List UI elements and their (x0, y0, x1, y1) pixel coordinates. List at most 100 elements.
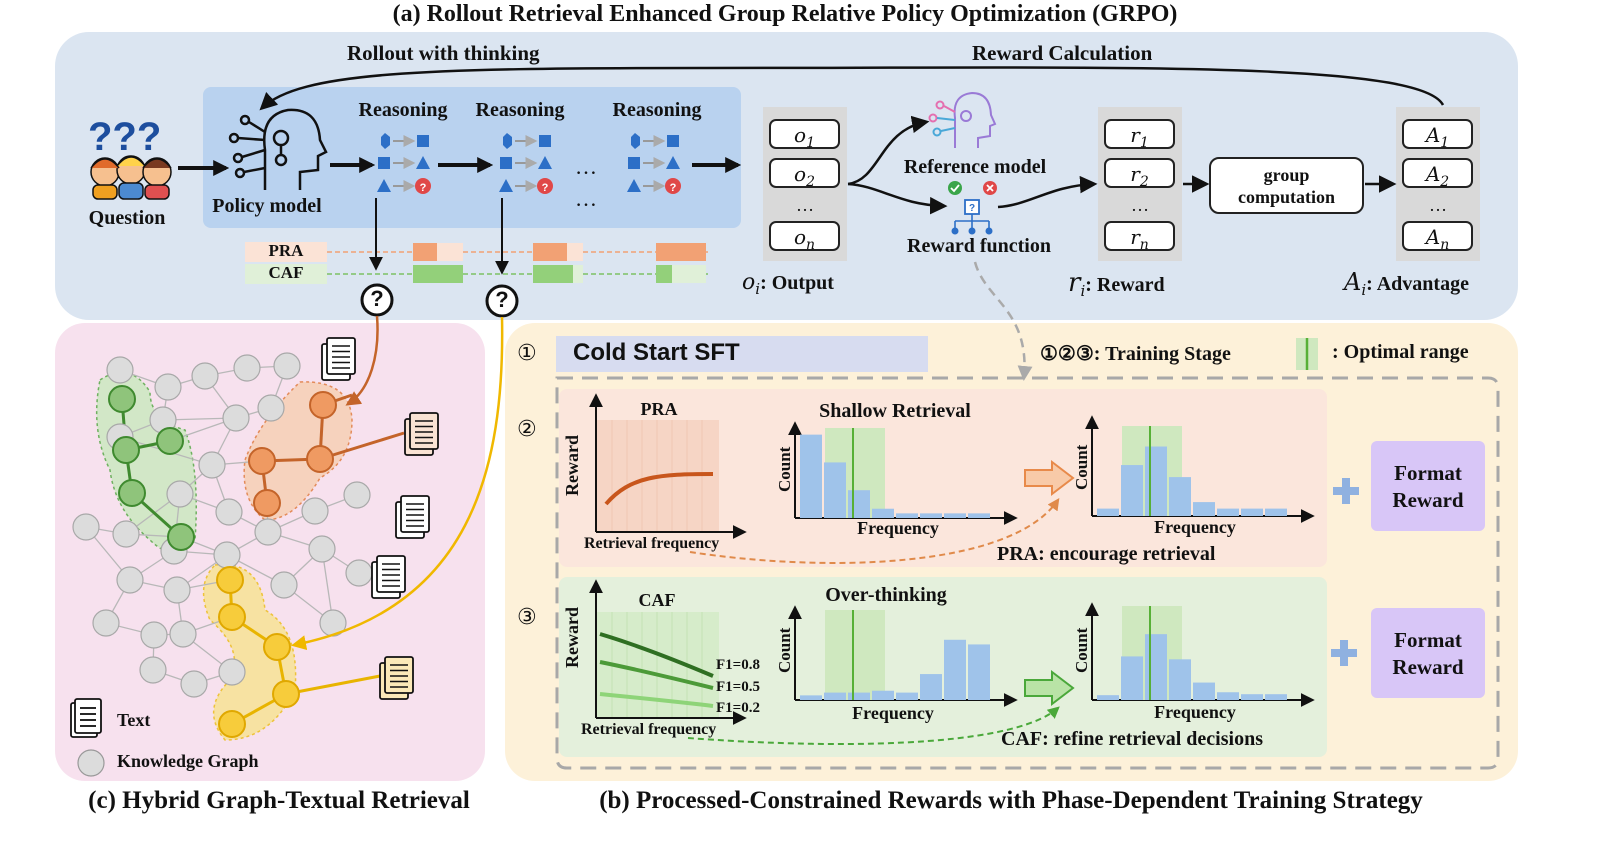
text-legend-label: Text (117, 710, 151, 730)
document-sheet (400, 495, 430, 533)
reference-model-icon (928, 91, 997, 148)
title-panel-b: (b) Processed-Constrained Rewards with P… (599, 787, 1423, 814)
histogram-bar (1217, 692, 1239, 700)
kg-node (140, 621, 168, 649)
text-document-icon (321, 337, 356, 381)
policy-model-label: Policy model (212, 195, 322, 217)
histogram-bar (1121, 656, 1143, 700)
reward-section-title: Reward Calculation (972, 41, 1153, 65)
box-subscript: 1 (1440, 135, 1450, 151)
text-legend-icon (70, 698, 102, 738)
kg-node (213, 541, 241, 569)
reasoning-label-3: Reasoning (612, 99, 702, 121)
kg-node-green (156, 427, 184, 455)
histogram-bar (1145, 634, 1167, 700)
advantage-caption: Ai: Advantage (1344, 268, 1469, 299)
histogram-bar (944, 639, 966, 700)
svg-text:?: ? (420, 182, 427, 194)
kg-node (215, 498, 243, 526)
reasoning-icons-2: ? (499, 133, 553, 194)
group-computation-line2: computation (1237, 187, 1335, 207)
caf-note: CAF: refine retrieval decisions (1001, 728, 1263, 750)
advantage-ellipsis: … (1429, 195, 1447, 215)
kg-node (163, 576, 191, 604)
kg-node-yellow (218, 710, 246, 738)
histogram-bar (1241, 694, 1263, 700)
count-axis-3: Count (775, 627, 794, 673)
reasoning-ellipsis-1: … (575, 154, 597, 179)
histogram-bar (896, 692, 918, 700)
count-axis-1: Count (775, 446, 794, 492)
histogram-bar (848, 692, 870, 700)
histogram-bar (920, 674, 942, 700)
box-symbol: r (1130, 225, 1140, 249)
document-sheet (326, 337, 356, 375)
histogram-bar (1193, 682, 1215, 700)
format-reward-box-2: Format Reward (1371, 608, 1485, 698)
box-subscript: 2 (1440, 174, 1450, 190)
question-label: Question (88, 207, 166, 229)
frequency-axis-2: Frequency (1154, 517, 1236, 537)
box-subscript: 1 (806, 135, 815, 151)
kg-node (116, 566, 144, 594)
histogram-bar (968, 644, 990, 700)
reasoning-label-1: Reasoning (358, 99, 448, 121)
pra-chart-title: PRA (640, 399, 678, 419)
histogram-bar (1169, 477, 1191, 516)
reward-symbol: r (1068, 268, 1081, 298)
legend-optimal-range: : Optimal range (1332, 341, 1469, 363)
reward-caption-text: : Reward (1085, 274, 1165, 296)
pra-strip-label-bg (245, 242, 327, 262)
histogram-bar (824, 692, 846, 700)
advantage-caption-text: : Advantage (1366, 273, 1469, 295)
retrieval-question-1: ? (370, 286, 384, 311)
histogram-bar (1145, 446, 1167, 516)
kg-node-green (112, 436, 140, 464)
kg-node (92, 609, 120, 637)
document-sheet (376, 555, 406, 593)
box-symbol: A (1425, 162, 1441, 186)
rollout-section-title: Rollout with thinking (347, 41, 540, 65)
optimal-band (825, 610, 885, 700)
kg-node (166, 480, 194, 508)
count-axis-2: Count (1072, 444, 1091, 490)
f1-label-low: F1=0.2 (716, 700, 760, 716)
output-subscript: i (755, 280, 761, 298)
box-symbol: A (1425, 225, 1441, 249)
group-computation-box: group computation (1209, 157, 1364, 214)
histogram-bar (1217, 508, 1239, 516)
stage1-bar (556, 336, 928, 372)
kg-node-orange (248, 447, 276, 475)
format-reward-line1: Format (1394, 461, 1462, 485)
kg-node-yellow (272, 680, 300, 708)
kg-legend-node (77, 749, 105, 777)
title-panel-c: (c) Hybrid Graph-Textual Retrieval (88, 787, 470, 814)
histogram-bar (1241, 508, 1263, 516)
box-subscript: n (1139, 237, 1149, 253)
histogram-bar (968, 513, 990, 518)
reward-box-1: r1 (1104, 119, 1175, 151)
stage3-marker: ③ (517, 605, 537, 630)
pra-fat-arrow (1024, 459, 1075, 497)
format-reward-line1: Format (1394, 628, 1462, 652)
legend-training-stage: ①②③: Training Stage (1040, 343, 1231, 365)
reward-box-n: rn (1104, 221, 1175, 253)
pra-note: PRA: encourage retrieval (997, 543, 1216, 565)
kg-node-yellow (218, 603, 246, 631)
pra-strip-label: PRA (268, 241, 304, 260)
kg-node (222, 404, 250, 432)
output-box-2: o2 (769, 158, 840, 190)
caf-x-axis-label: Retrieval frequency (581, 721, 717, 738)
pra-x-axis-label: Retrieval frequency (584, 535, 720, 552)
f1-label-mid: F1=0.5 (716, 679, 760, 695)
frequency-axis-4: Frequency (1154, 702, 1236, 722)
caf-strip-label-bg (245, 264, 327, 284)
document-sheet (409, 412, 439, 450)
kg-node (191, 362, 219, 390)
histogram-bar (824, 462, 846, 518)
kg-node (257, 394, 285, 422)
advantage-symbol: A (1344, 268, 1362, 296)
reward-function-icon: ? (948, 181, 997, 235)
caf-mini-chart (589, 579, 747, 725)
